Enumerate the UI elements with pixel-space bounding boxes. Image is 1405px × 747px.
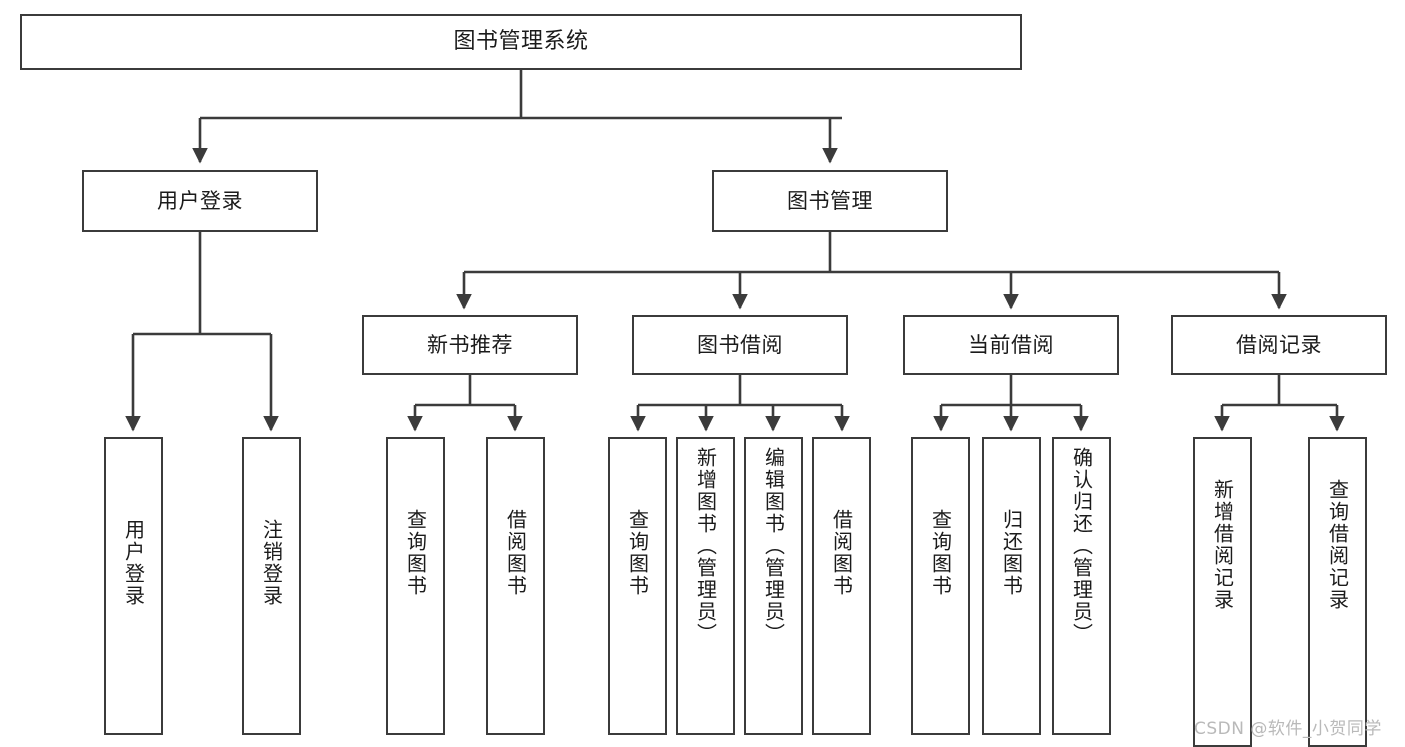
node-root-system[interactable]: 图书管理系统 — [20, 14, 1022, 70]
node-borrow-record[interactable]: 借阅记录 — [1171, 315, 1387, 375]
node-new-book-recommend[interactable]: 新书推荐 — [362, 315, 578, 375]
csdn-watermark: CSDN @软件_小贺同学 — [1194, 719, 1382, 739]
node-label: 编辑图书（管理员） — [761, 447, 786, 645]
node-label: 新增借阅记录 — [1210, 479, 1235, 611]
node-label: 用户登录 — [157, 188, 243, 213]
node-book-management[interactable]: 图书管理 — [712, 170, 948, 232]
leaf-borrow-book[interactable]: 借阅图书 — [812, 437, 871, 735]
node-label: 注销登录 — [259, 519, 284, 607]
leaf-return-book[interactable]: 归还图书 — [982, 437, 1041, 735]
leaf-confirm-return-admin[interactable]: 确认归还（管理员） — [1052, 437, 1111, 735]
leaf-query-books-recommend[interactable]: 查询图书 — [386, 437, 445, 735]
leaf-add-book-admin[interactable]: 新增图书（管理员） — [676, 437, 735, 735]
leaf-edit-book-admin[interactable]: 编辑图书（管理员） — [744, 437, 803, 735]
leaf-query-books-current[interactable]: 查询图书 — [911, 437, 970, 735]
node-label: 归还图书 — [999, 509, 1024, 597]
node-label: 图书管理 — [787, 188, 873, 213]
node-label: 确认归还（管理员） — [1069, 447, 1094, 645]
leaf-logout[interactable]: 注销登录 — [242, 437, 301, 735]
node-user-login[interactable]: 用户登录 — [82, 170, 318, 232]
node-label: 查询图书 — [403, 509, 428, 597]
node-label: 借阅图书 — [503, 509, 528, 597]
node-label: 用户登录 — [121, 519, 146, 607]
leaf-add-borrow-record[interactable]: 新增借阅记录 — [1193, 437, 1252, 747]
node-label: 图书借阅 — [697, 332, 783, 357]
node-current-borrow[interactable]: 当前借阅 — [903, 315, 1119, 375]
leaf-query-borrow-record[interactable]: 查询借阅记录 — [1308, 437, 1367, 747]
node-label: 查询图书 — [928, 509, 953, 597]
leaf-query-books-borrow[interactable]: 查询图书 — [608, 437, 667, 735]
leaf-user-login[interactable]: 用户登录 — [104, 437, 163, 735]
node-book-borrow[interactable]: 图书借阅 — [632, 315, 848, 375]
node-label: 图书管理系统 — [453, 29, 589, 55]
node-label: 查询借阅记录 — [1325, 479, 1350, 611]
node-label: 新书推荐 — [427, 332, 513, 357]
node-label: 借阅记录 — [1236, 332, 1322, 357]
node-label: 借阅图书 — [829, 509, 854, 597]
node-label: 查询图书 — [625, 509, 650, 597]
node-label: 当前借阅 — [968, 332, 1054, 357]
node-label: 新增图书（管理员） — [693, 447, 718, 645]
leaf-borrow-books-recommend[interactable]: 借阅图书 — [486, 437, 545, 735]
